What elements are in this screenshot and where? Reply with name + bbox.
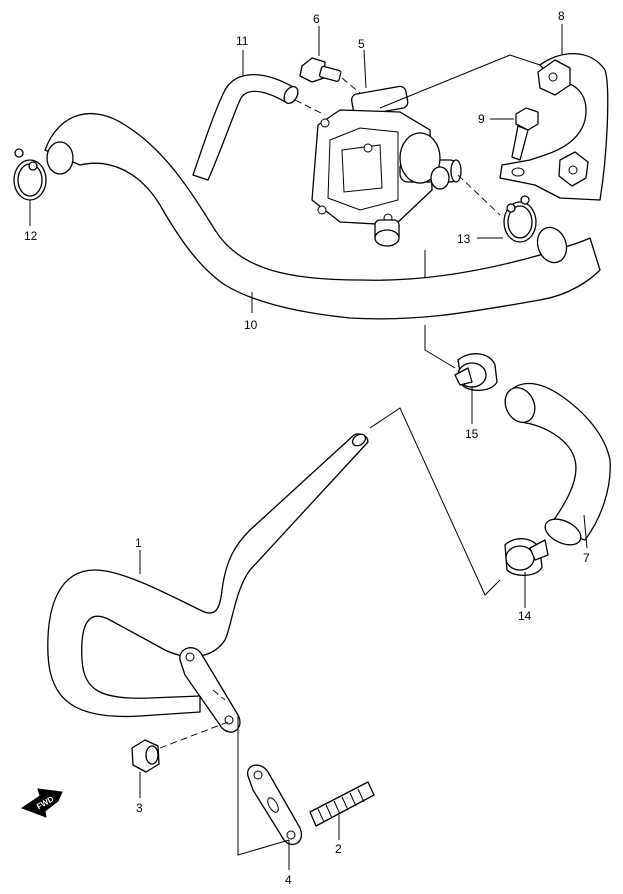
- part-4-gasket: [247, 764, 303, 845]
- callout-12: 12: [24, 229, 38, 243]
- callout-5: 5: [358, 37, 365, 51]
- part-14-clamp: [504, 538, 549, 576]
- part-8-bracket: [499, 52, 609, 201]
- part-1-pipe: [47, 433, 369, 718]
- callout-11: 11: [236, 34, 249, 48]
- callout-7: 7: [583, 551, 590, 565]
- leader-lines: [29, 24, 588, 870]
- fwd-arrow-icon: FWD: [20, 788, 63, 818]
- callout-6: 6: [313, 12, 320, 26]
- callout-2: 2: [335, 842, 342, 856]
- part-2-stud: [309, 781, 375, 827]
- part-3-nut: [131, 739, 160, 773]
- part-9-bolt: [511, 107, 539, 161]
- part-6-bolt: [299, 57, 342, 83]
- callout-10: 10: [244, 318, 258, 332]
- callout-labels: 6 5 11 8 9 12 13 10 15 7 14 1 3 2 4: [24, 9, 590, 887]
- callout-13: 13: [457, 232, 471, 246]
- callout-14: 14: [518, 609, 532, 623]
- callout-1: 1: [135, 536, 142, 550]
- callout-15: 15: [465, 427, 479, 441]
- part-15-clamp: [454, 353, 498, 391]
- callout-4: 4: [285, 873, 292, 887]
- part-11-hose: [192, 74, 299, 181]
- part-12-clamp: [13, 148, 47, 201]
- callout-8: 8: [558, 9, 565, 23]
- part-13-clamp: [503, 195, 537, 243]
- part-5-valve: [311, 85, 462, 247]
- callout-3: 3: [136, 801, 143, 815]
- part-10-hose: [44, 112, 601, 320]
- part-7-hose: [504, 382, 611, 546]
- pipe-flange-plate: [179, 647, 241, 733]
- callout-9: 9: [478, 112, 485, 126]
- alignment-lines: [159, 77, 501, 749]
